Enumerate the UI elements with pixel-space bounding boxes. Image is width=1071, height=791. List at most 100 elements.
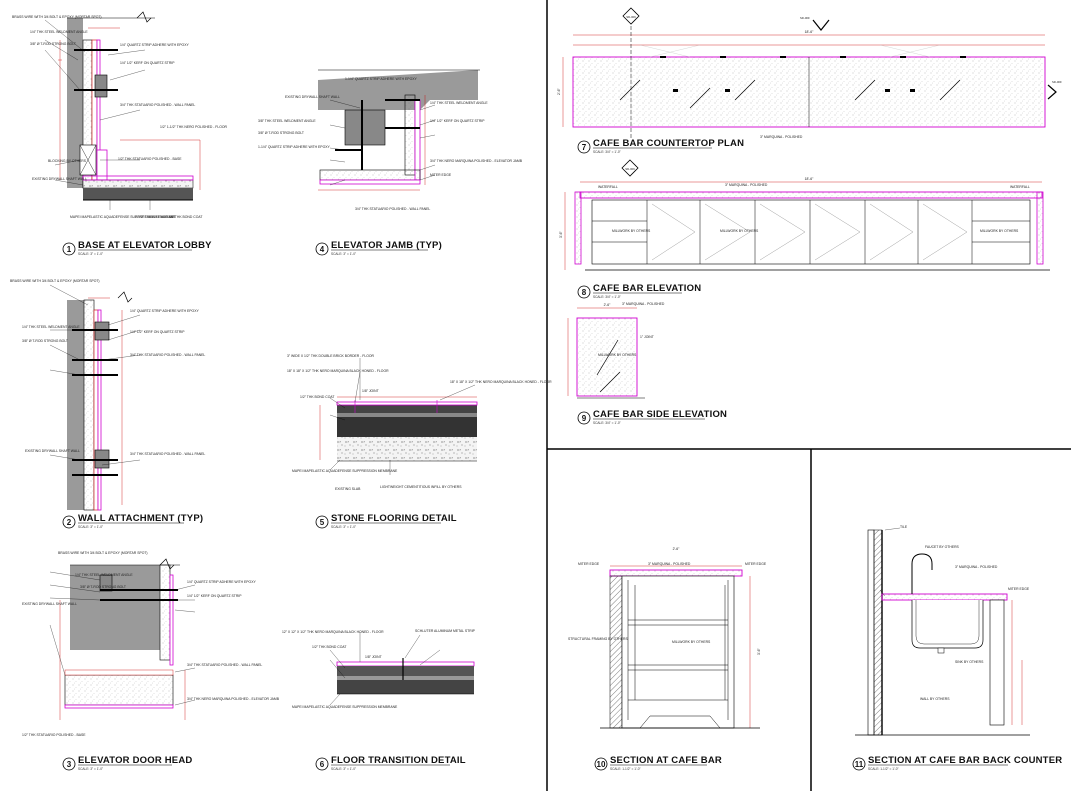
d5-note-4: EXISTING SLAB (335, 487, 361, 491)
d2-note-4: 1/4" 1/2" KERF ON QUARTZ STRIP (130, 330, 185, 334)
d8-note-1: 3" MARQUINA - POLISHED (725, 183, 768, 187)
detail-9-title: 9 CAFE BAR SIDE ELEVATION SCALE: 3/4" = … (577, 409, 727, 425)
d10-note-0: MITER EDGE (578, 562, 600, 566)
d6-note-0: 12" X 12" X 1/2" THK NERO MARQUINA BLACK… (282, 630, 384, 634)
d11-note-3: MITER EDGE (1008, 587, 1030, 591)
detail-7-title: 7 CAFE BAR COUNTERTOP PLAN SCALE: 3/4" =… (577, 138, 744, 154)
d3-note-7: 3/4" THK NERO MARQUINA POLISHED - ELEVAT… (187, 697, 280, 701)
d11-note-0: TILE (900, 525, 908, 529)
detail-6-scale: SCALE: 3" = 1'-0" (331, 767, 356, 771)
d5-note-3: MAPEI MAPELASTIC AQUADEFENSE SUPPRESSION… (292, 469, 398, 473)
d4-note-9: 3/4" THK STATUARIO POLISHED - WALL PANEL (355, 207, 430, 211)
detail-1-title-text: BASE AT ELEVATOR LOBBY (78, 240, 212, 251)
detail-8-title-text: CAFE BAR ELEVATION (593, 283, 701, 294)
sec10-height-dim: 3'-6" (757, 647, 761, 655)
d4-note-1: EXISTING DRYWALL SHAFT WALL (285, 95, 340, 99)
detail-2-title: 2 WALL ATTACHMENT (TYP) SCALE: 3" = 1'-0… (62, 513, 203, 529)
d2-note-6: EXISTING DRYWALL SHAFT WALL (25, 449, 80, 453)
d8-note-2: MILLWORK BY OTHERS (612, 229, 651, 233)
detail-8-drawing: SD-009 18'-6" 3'-6" WATERFALL WATERFALL … (559, 159, 1050, 271)
d2-note-0: BRASS WIRE WITH 3/4 BOLT & EPOXY (MORTAR… (10, 279, 100, 283)
detail-8-title: 8 CAFE BAR ELEVATION SCALE: 3/4" = 1'-0" (577, 283, 701, 299)
detail-9-title-text: CAFE BAR SIDE ELEVATION (593, 409, 727, 420)
plan-section-marker-top[interactable]: SD-009 (800, 16, 830, 31)
d5-note-2: 1/2" THK BOND COAT (300, 395, 334, 399)
d2-note-1: 1/4" THK STEEL WELDMENT ANGLE (22, 325, 80, 329)
plan-overall-dim: 18'-6" (805, 30, 814, 34)
detail-5-scale: SCALE: 3" = 1'-0" (331, 525, 356, 529)
d4-note-2: 3/8" THK STEEL WELDMENT ANGLE (258, 119, 316, 123)
d11-note-5: WALL BY OTHERS (920, 697, 950, 701)
elev-marker-tag: SD-009 (625, 167, 635, 171)
detail-9-scale: SCALE: 3/4" = 1'-0" (593, 421, 621, 425)
d1-note-1: 1/4" THK STEEL WELDMENT ANGLE (30, 30, 88, 34)
detail-3-title-text: ELEVATOR DOOR HEAD (78, 755, 192, 766)
detail-7-drawing: SD-009 SD-009 SD-009 18'-6" 2'-6" 3" MAR… (557, 7, 1062, 140)
d4-note-0: 1-1/4" QUARTZ STRIP ADHERE WITH EPOXY (345, 77, 417, 81)
d2-note-2: 3/8" Ø T-ROD STRONG BOLT (22, 339, 68, 343)
detail-2-title-text: WALL ATTACHMENT (TYP) (78, 513, 203, 524)
d2-note-5: 3/4" THK STATUARIO POLISHED - WALL PANEL (130, 353, 205, 357)
d8-note-0: WATERFALL (598, 185, 618, 189)
detail-2-number: 2 (67, 518, 72, 527)
detail-9-number: 9 (582, 414, 587, 423)
detail-5-number: 5 (320, 518, 325, 527)
d5-note-1: 18" X 18" X 1/2" THK NERO MARQUINA BLACK… (287, 369, 389, 373)
detail-7-scale: SCALE: 3/4" = 1'-0" (593, 150, 621, 154)
detail-11-drawing: TILE FAUCET BY OTHERS 3" MARQUINA - POLI… (855, 525, 1030, 736)
detail-6-number: 6 (320, 760, 325, 769)
detail-6-title-text: FLOOR TRANSITION DETAIL (331, 755, 466, 766)
d3-note-2: 3/8" Ø T-ROD STRONG BOLT (80, 585, 126, 589)
detail-2-scale: SCALE: 3" = 1'-0" (78, 525, 103, 529)
detail-4-title: 4 ELEVATOR JAMB (TYP) SCALE: 3" = 1'-0" (315, 240, 442, 256)
d6-note-1: SCHLUTER ALUMINUM METAL STRIP (415, 629, 476, 633)
detail-9-drawing: 2'-6" 3" MARQUINA - POLISHED MILLWORK BY… (567, 302, 665, 399)
sec10-width-dim: 2'-6" (673, 547, 681, 551)
detail-8-scale: SCALE: 3/4" = 1'-0" (593, 295, 621, 299)
d1-note-12: 1/4" THK BOND COAT (168, 215, 202, 219)
d3-note-4: 1/4" QUARTZ STRIP ADHERE WITH EPOXY (187, 580, 256, 584)
d11-note-4: SINK BY OTHERS (955, 660, 984, 664)
detail-3-number: 3 (67, 760, 72, 769)
d3-note-3: EXISTING DRYWALL SHAFT WALL (22, 602, 77, 606)
d4-note-4: 1-1/4" QUARTZ STRIP ADHERE WITH EPOXY (258, 145, 330, 149)
d1-note-9: 1/2" 1-1/2" THK NERO POLISHED - FLOOR (160, 125, 228, 129)
plan-section-marker-left[interactable]: SD-009 (622, 7, 640, 25)
d10-note-3: STRUCTURAL FRAMING BY OTHERS (568, 637, 628, 641)
d1-note-8: 1/2" THK STATUARIO POLISHED - BASE (118, 157, 182, 161)
d1-note-5: 3/4" THK STATUARIO POLISHED - WALL PANEL (120, 103, 195, 107)
elev-height-dim: 3'-6" (559, 230, 563, 238)
d10-note-4: MILLWORK BY OTHERS (672, 640, 711, 644)
detail-10-drawing: 2'-6" 3'-6" MITER EDGE 3" MARQUINA - POL… (568, 547, 767, 729)
d5-note-0: 3" WIDE X 1/2" THK DOUBLE BRICK BORDER -… (287, 354, 374, 358)
detail-1-scale: SCALE: 3" = 1'-0" (78, 252, 103, 256)
d9-note-1: MILLWORK BY OTHERS (598, 353, 637, 357)
detail-11-title: 11 SECTION AT CAFE BAR BACK COUNTER SCAL… (852, 755, 1062, 771)
d1-note-6: BLOCKING BY OTHERS (48, 159, 87, 163)
detail-6-drawing: 12" X 12" X 1/2" THK NERO MARQUINA BLACK… (282, 629, 476, 709)
d3-note-0: BRASS WIRE WITH 3/4 BOLT & EPOXY (MORTAR… (58, 551, 148, 555)
d4-note-7: 3/4" THK NERO MARQUINA POLISHED - ELEVAT… (430, 159, 523, 163)
plan-right-tag: SD-009 (800, 16, 810, 20)
detail-1-title: 1 BASE AT ELEVATOR LOBBY SCALE: 3" = 1'-… (62, 240, 212, 256)
d2-note-7: 3/4" THK STATUARIO POLISHED - WALL PANEL (130, 452, 205, 456)
d1-note-3: 1/4" QUARTZ STRIP ADHERE WITH EPOXY (120, 43, 189, 47)
d1-note-7: EXISTING DRYWALL SHAFT WALL (32, 177, 87, 181)
d6-note-4: 1/8" JOINT (365, 655, 382, 659)
d5-note-6: 18" X 18" X 1/2" THK NERO MARQUINA BLACK… (450, 380, 552, 384)
d4-note-3: 3/8" Ø T-ROD STRONG BOLT (258, 131, 304, 135)
detail-4-scale: SCALE: 3" = 1'-0" (331, 252, 356, 256)
detail-3-drawing: BRASS WIRE WITH 3/4 BOLT & EPOXY (MORTAR… (22, 551, 280, 737)
elevation-marker[interactable]: SD-009 (621, 159, 639, 177)
detail-10-number: 10 (597, 760, 606, 769)
d9-note-2: 1" JOINT (640, 335, 654, 339)
d8-note-0b: WATERFALL (1010, 185, 1030, 189)
d3-note-8: 1/2" THK STATUARIO POLISHED - BASE (22, 733, 86, 737)
detail-10-scale: SCALE: 1-1/2" = 1'-0" (610, 767, 641, 771)
detail-3-scale: SCALE: 3" = 1'-0" (78, 767, 103, 771)
d5-note-5: LIGHTWEIGHT CEMENTITIOUS INFILL BY OTHER… (380, 485, 462, 489)
plan-section-marker-right[interactable]: SD-009 (1047, 80, 1062, 100)
d3-note-5: 1/4" 1/2" KERF ON QUARTZ STRIP (187, 594, 242, 598)
plan-arrow-tag: SD-009 (1052, 80, 1062, 84)
d1-note-4: 1/4" 1/2" KERF ON QUARTZ STRIP (120, 61, 175, 65)
